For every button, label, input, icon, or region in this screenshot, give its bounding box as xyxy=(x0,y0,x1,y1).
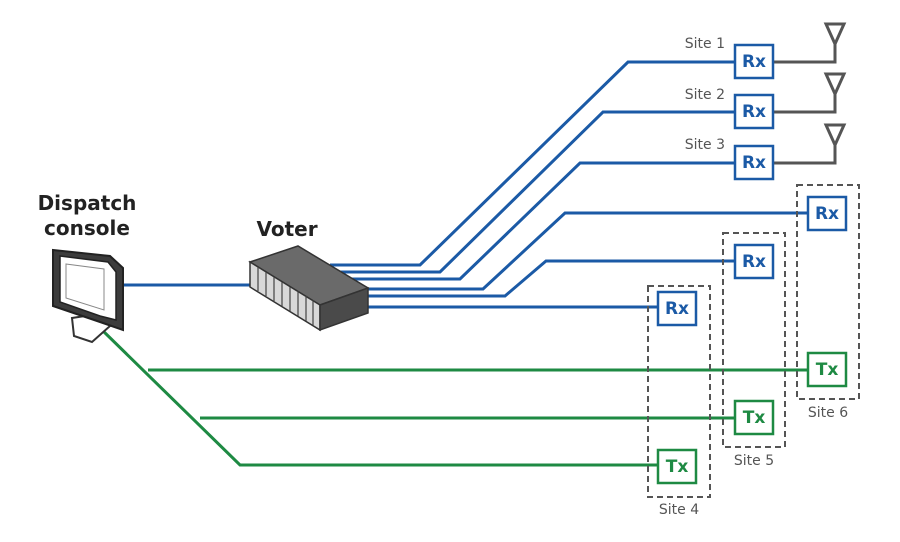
rx-label: Rx xyxy=(815,204,839,224)
antenna-links xyxy=(773,38,837,165)
site-4-group xyxy=(647,285,711,498)
tx-box-site-6: Tx xyxy=(806,351,848,388)
rx-box-site-1: Rx xyxy=(733,43,775,80)
site-label-4: Site 4 xyxy=(659,502,699,518)
rx-box-site-5: Rx xyxy=(733,243,775,280)
transmit-links xyxy=(98,326,808,467)
voter-rack-icon xyxy=(248,245,370,332)
rx-label: Rx xyxy=(665,299,689,319)
rx-box-site-4: Rx xyxy=(656,290,698,327)
site-label-1: Site 1 xyxy=(685,36,725,52)
site-6-group xyxy=(796,184,860,400)
link-site-3 xyxy=(330,161,735,281)
rx-label: Rx xyxy=(742,252,766,272)
link-site-6-rx xyxy=(362,211,808,291)
site-label-6: Site 6 xyxy=(808,405,848,421)
rx-box-site-3: Rx xyxy=(733,144,775,181)
rx-label: Rx xyxy=(742,102,766,122)
antenna-icon xyxy=(823,123,847,149)
rx-box-site-2: Rx xyxy=(733,93,775,130)
tx-box-site-4: Tx xyxy=(656,448,698,485)
rx-label: Rx xyxy=(742,153,766,173)
site-5-group xyxy=(722,232,786,448)
voter-label: Voter xyxy=(256,217,317,241)
site-label-2: Site 2 xyxy=(685,87,725,103)
dispatch-console-label-line2: console xyxy=(44,216,130,240)
link-site-5-rx xyxy=(364,259,735,298)
link-site-2 xyxy=(330,110,735,274)
site-groups xyxy=(647,184,860,498)
link-site-1 xyxy=(330,60,735,267)
antenna-icon xyxy=(823,22,847,48)
rx-label: Rx xyxy=(742,52,766,72)
receive-links xyxy=(123,60,808,309)
monitor-icon xyxy=(52,248,124,344)
tx-label: Tx xyxy=(743,408,766,428)
site-label-3: Site 3 xyxy=(685,137,725,153)
antenna-icon xyxy=(823,72,847,98)
link-site-4-tx xyxy=(98,326,658,467)
tx-label: Tx xyxy=(666,457,689,477)
dispatch-console-label-line1: Dispatch xyxy=(38,191,137,215)
tx-label: Tx xyxy=(816,360,839,380)
rx-box-site-6: Rx xyxy=(806,195,848,232)
site-label-5: Site 5 xyxy=(734,453,774,469)
tx-box-site-5: Tx xyxy=(733,399,775,436)
